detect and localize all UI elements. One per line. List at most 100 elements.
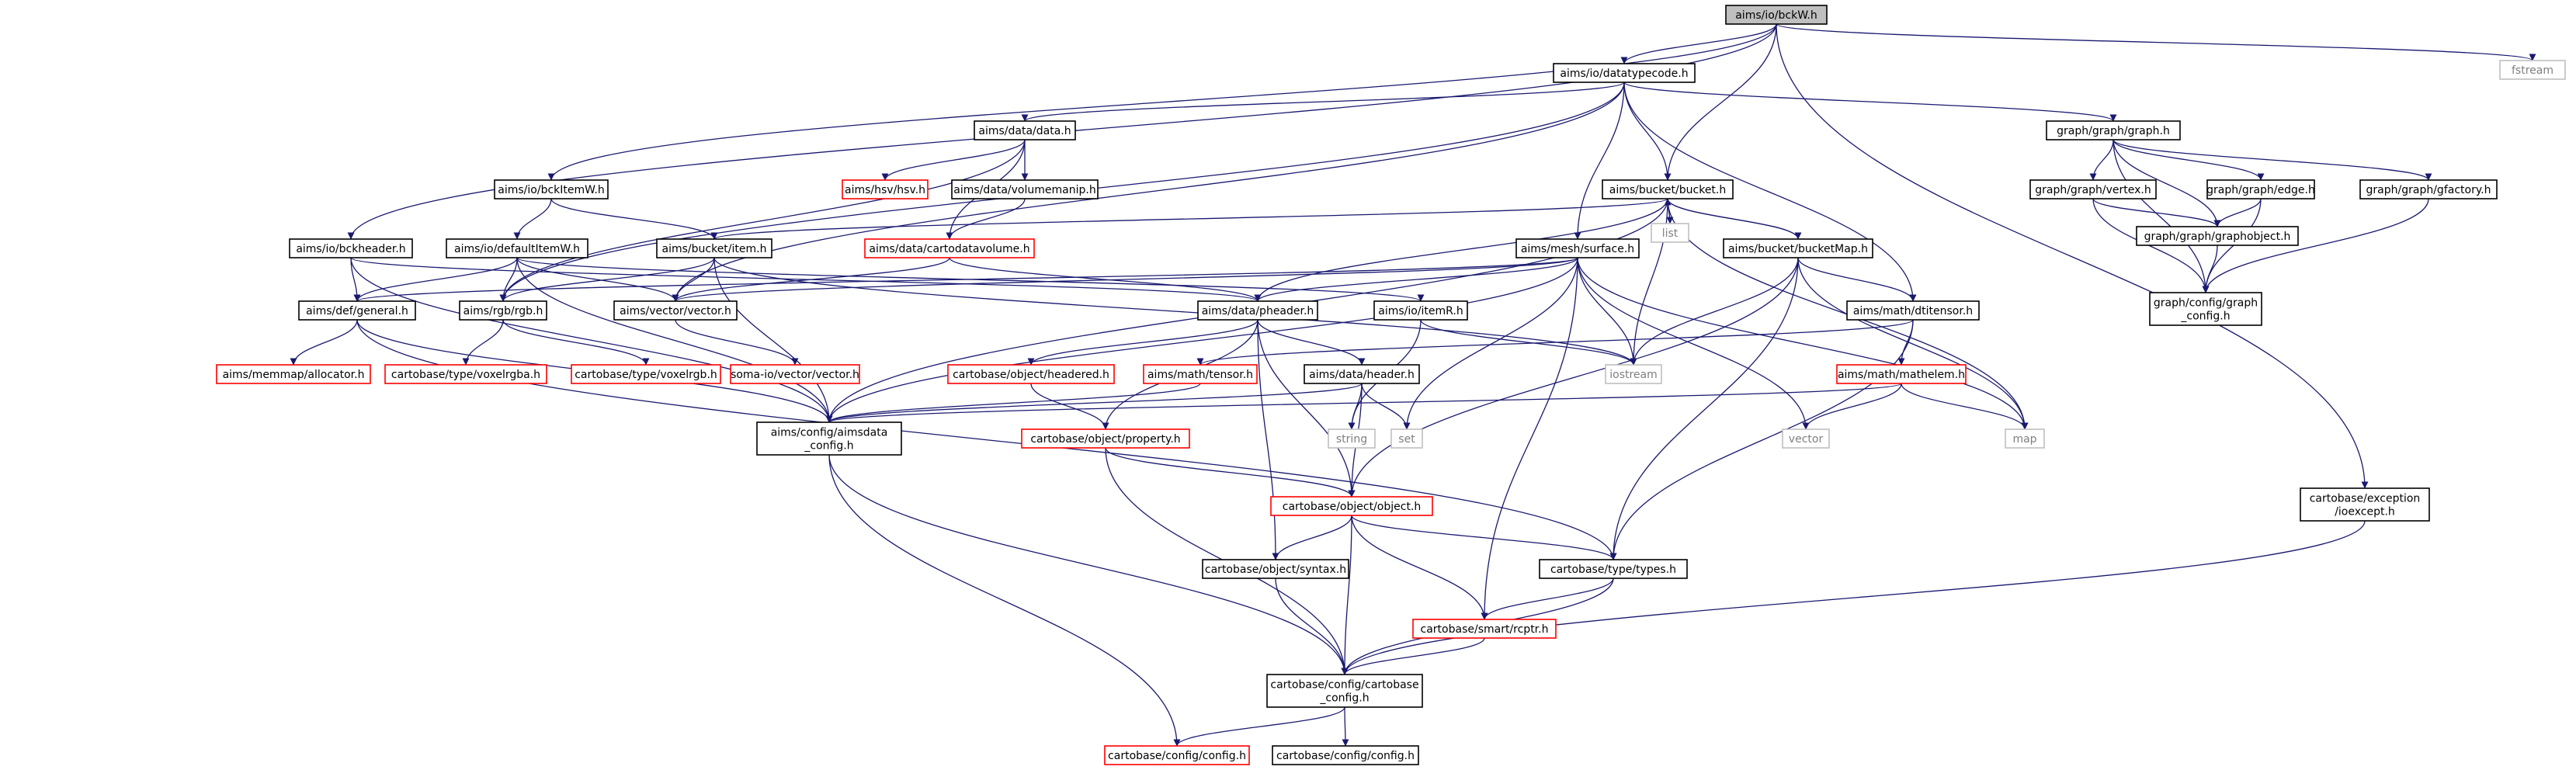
edge-path: [1272, 515, 1352, 560]
node-label: aims/rgb/rgb.h: [463, 305, 543, 317]
edge-layer: [290, 23, 2536, 747]
graph-node-datatypecode[interactable]: aims/io/datatypecode.h: [1553, 63, 1696, 83]
node-box: [1836, 364, 1967, 384]
graph-node-dtitensor[interactable]: aims/math/dtitensor.h: [1846, 300, 1980, 321]
include-edge: [350, 257, 1262, 302]
graph-node-bckw[interactable]: aims/io/bckW.h: [1725, 5, 1828, 25]
include-edge: [1254, 257, 1578, 302]
node-box: [2029, 179, 2157, 199]
graph-node-vector[interactable]: aims/vector/vector.h: [613, 300, 738, 321]
include-edge: [350, 257, 833, 423]
node-box: [216, 364, 371, 384]
graph-node-somavector[interactable]: soma-io/vector/vector.h: [730, 364, 860, 384]
graph-node-configred[interactable]: cartobase/config/config.h: [1104, 745, 1250, 765]
graph-node-bucketh[interactable]: aims/bucket/bucket.h: [1602, 179, 1734, 199]
include-edge: [2202, 198, 2429, 293]
graph-node-rgb[interactable]: aims/rgb/rgb.h: [459, 300, 547, 321]
graph-node-configblack[interactable]: cartobase/config/config.h: [1272, 745, 1419, 765]
graph-node-rcptr[interactable]: cartobase/smart/rcptr.h: [1412, 619, 1557, 639]
edge-path: [713, 257, 1637, 366]
graph-node-property[interactable]: cartobase/object/property.h: [1021, 428, 1190, 449]
edge-path: [1577, 257, 1637, 366]
graph-node-syntax[interactable]: cartobase/object/syntax.h: [1202, 559, 1349, 579]
graph-node-bckheader[interactable]: aims/io/bckheader.h: [289, 238, 413, 258]
graph-node-ioexcept[interactable]: cartobase/exception/ioexcept.h: [2300, 487, 2430, 522]
node-label: iostream: [1609, 369, 1658, 381]
include-edge: [1481, 257, 1578, 620]
graph-node-general[interactable]: aims/def/general.h: [298, 300, 416, 321]
include-edge: [672, 82, 1625, 302]
graph-node-bckitemw[interactable]: aims/io/bckItemW.h: [494, 179, 609, 199]
edge-path: [1797, 257, 1917, 302]
graph-node-defaultitemw[interactable]: aims/io/defaultItemW.h: [446, 238, 588, 258]
graph-node-header[interactable]: aims/data/header.h: [1304, 364, 1420, 384]
graph-node-allocator[interactable]: aims/memmap/allocator.h: [216, 364, 371, 384]
graph-node-gfactory[interactable]: graph/graph/gfactory.h: [2359, 179, 2498, 199]
graph-node-set: set: [1390, 428, 1423, 449]
graph-node-graphobject[interactable]: graph/graph/graphobject.h: [2136, 226, 2299, 246]
node-label: _config.h: [2180, 310, 2230, 323]
node-label: cartobase/object/headered.h: [953, 369, 1109, 381]
graph-node-fstream: fstream: [2499, 60, 2566, 80]
graph-node-bucketmap[interactable]: aims/bucket/bucketMap.h: [1723, 238, 1873, 258]
include-edge: [499, 257, 715, 302]
graph-node-object[interactable]: cartobase/object/object.h: [1270, 496, 1433, 516]
edge-path: [1623, 82, 1672, 181]
graph-node-graphh[interactable]: graph/graph/graph.h: [2046, 120, 2181, 140]
graph-node-voxelrgb[interactable]: cartobase/type/voxelrgb.h: [571, 364, 721, 384]
include-edge: [499, 139, 1026, 302]
include-edge: [1630, 257, 1799, 366]
graph-node-mathelem[interactable]: aims/math/mathelem.h: [1836, 364, 1967, 384]
node-label: aims/mesh/surface.h: [1521, 243, 1634, 255]
graph-node-edge[interactable]: graph/graph/edge.h: [2206, 179, 2315, 199]
graph-node-hsv[interactable]: aims/hsv/hsv.h: [842, 179, 929, 199]
graph-node-types[interactable]: cartobase/type/types.h: [1539, 559, 1688, 579]
node-box: [1272, 745, 1419, 765]
node-box: [864, 238, 1035, 258]
edge-path: [1361, 383, 1411, 430]
include-edge: [1797, 257, 2029, 430]
include-edge: [353, 257, 518, 302]
edge-path: [1196, 319, 1914, 366]
node-label: graph/config/graph: [2154, 297, 2258, 310]
edge-path: [1620, 23, 1777, 64]
node-label: list: [1662, 227, 1679, 240]
node-box: [1602, 179, 1734, 199]
node-box: [289, 238, 413, 258]
node-layer: aims/io/bckW.h fstream aims/io/datatypecod…: [216, 5, 2566, 765]
graph-node-pheader[interactable]: aims/data/pheader.h: [1197, 300, 1318, 321]
graph-node-datah[interactable]: aims/data/data.h: [974, 120, 1076, 140]
graph-node-surface[interactable]: aims/mesh/surface.h: [1515, 238, 1640, 258]
include-edge: [825, 257, 1578, 423]
include-edge: [710, 198, 1668, 240]
graph-node-voxelrgba[interactable]: cartobase/type/voxelrgba.h: [384, 364, 547, 384]
include-edge: [2113, 139, 2432, 181]
graph-node-itemh[interactable]: aims/bucket/item.h: [656, 238, 772, 258]
edge-path: [1481, 578, 1614, 620]
graph-node-tensor[interactable]: aims/math/tensor.h: [1143, 364, 1258, 384]
node-label: cartobase/config/config.h: [1108, 750, 1246, 762]
include-edge: [672, 257, 950, 302]
graph-node-cartobaseconfig[interactable]: cartobase/config/cartobase_config.h: [1266, 674, 1423, 708]
graph-node-cartodatavolume[interactable]: aims/data/cartodatavolume.h: [864, 238, 1035, 258]
node-box: [730, 364, 860, 384]
include-edge: [290, 319, 358, 366]
graph-node-list: list: [1651, 223, 1689, 243]
node-label: aims/bucket/bucket.h: [1609, 184, 1727, 196]
graph-node-headered[interactable]: cartobase/object/headered.h: [947, 364, 1115, 384]
node-box: [2359, 179, 2498, 199]
include-edge: [354, 257, 1578, 302]
edge-path: [1664, 23, 1777, 181]
graph-node-aimsdataconfig[interactable]: aims/config/aimsdata_config.h: [756, 421, 902, 456]
graph-node-itemr[interactable]: aims/io/itemR.h: [1373, 300, 1468, 321]
node-label: graph/graph/gfactory.h: [2366, 184, 2491, 196]
node-box: [842, 179, 929, 199]
graph-node-graphconfig[interactable]: graph/config/graph_config.h: [2149, 292, 2262, 326]
include-edge: [1021, 82, 1625, 122]
node-label: cartobase/config/cartobase: [1270, 679, 1418, 692]
graph-node-volumemanip[interactable]: aims/data/volumemanip.h: [951, 179, 1099, 199]
node-label: aims/bucket/bucketMap.h: [1728, 243, 1868, 255]
node-box: [1846, 300, 1980, 321]
node-label: cartobase/object/property.h: [1030, 433, 1180, 446]
graph-node-vertex[interactable]: graph/graph/vertex.h: [2029, 179, 2157, 199]
